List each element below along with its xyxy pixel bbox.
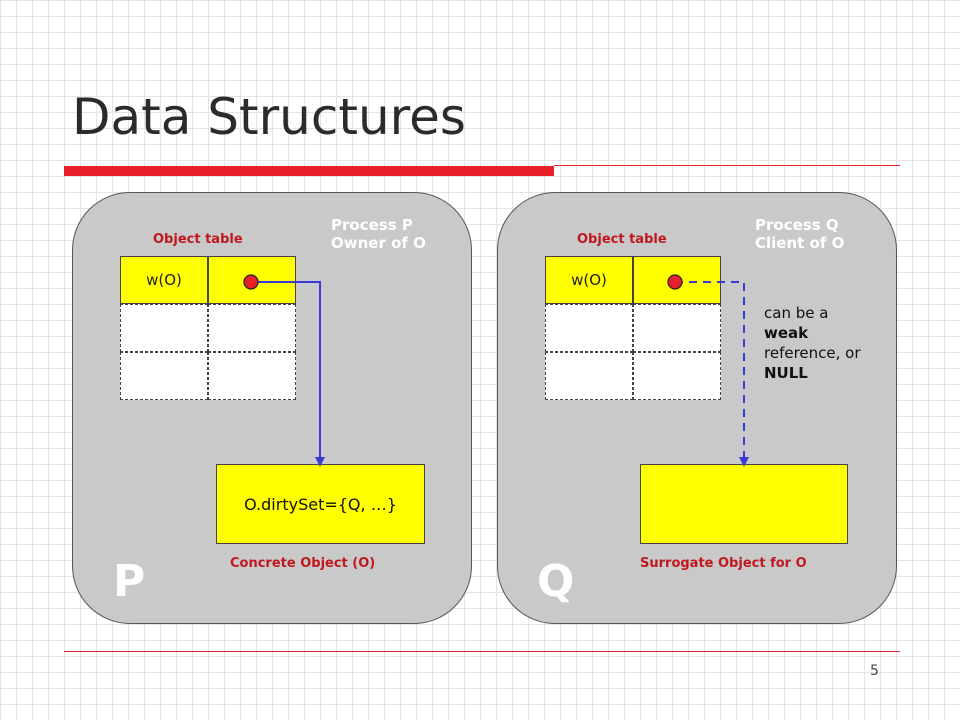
process-q-header: Process Q Client of O — [755, 216, 844, 252]
title-underline-thick — [64, 166, 554, 176]
process-q-weak-link — [675, 281, 749, 467]
process-q-reference-dot — [667, 274, 683, 290]
process-q-table-cell-empty — [545, 352, 633, 400]
weak-reference-note: can be a weak reference, or NULL — [764, 303, 861, 383]
process-p-header: Process P Owner of O — [331, 216, 426, 252]
concrete-object-box: O.dirtySet={Q, …} — [216, 464, 425, 544]
process-q-table-cell-empty — [633, 352, 721, 400]
process-q-table-label: Object table — [577, 232, 667, 247]
process-q-table-cell-empty — [545, 304, 633, 352]
process-p-table-cell-empty — [120, 352, 208, 400]
process-q-table-cell-empty — [633, 304, 721, 352]
process-q-header-line2: Client of O — [755, 234, 845, 252]
weak-note-line4: NULL — [764, 364, 808, 382]
process-p-table-cell-wo: w(O) — [120, 256, 208, 304]
process-p-header-line1: Process P — [331, 216, 413, 234]
slide-title: Data Structures — [72, 88, 466, 146]
process-p-reference-link — [251, 281, 325, 467]
footer-divider — [64, 651, 900, 652]
process-q-header-line1: Process Q — [755, 216, 839, 234]
process-p-table-cell-empty — [208, 304, 296, 352]
process-q-table-entry: w(O) — [571, 271, 607, 289]
process-q-table-cell-wo: w(O) — [545, 256, 633, 304]
weak-note-line2: weak — [764, 324, 809, 342]
process-p-table-cell-empty — [208, 352, 296, 400]
process-p-table-entry: w(O) — [146, 271, 182, 289]
process-p-letter: P — [113, 556, 146, 607]
process-p-reference-dot — [243, 274, 259, 290]
process-p-table-cell-empty — [120, 304, 208, 352]
page-number: 5 — [870, 663, 879, 679]
process-p-table-label: Object table — [153, 232, 243, 247]
weak-note-line1: can be a — [764, 304, 829, 322]
process-p-header-line2: Owner of O — [331, 234, 426, 252]
process-q-letter: Q — [537, 556, 575, 607]
concrete-object-caption: Concrete Object (O) — [230, 556, 376, 571]
surrogate-object-caption: Surrogate Object for O — [640, 556, 807, 571]
surrogate-object-box — [640, 464, 848, 544]
concrete-object-text: O.dirtySet={Q, …} — [244, 494, 397, 514]
title-underline-thin — [554, 165, 900, 166]
weak-note-line3: reference, or — [764, 344, 861, 362]
